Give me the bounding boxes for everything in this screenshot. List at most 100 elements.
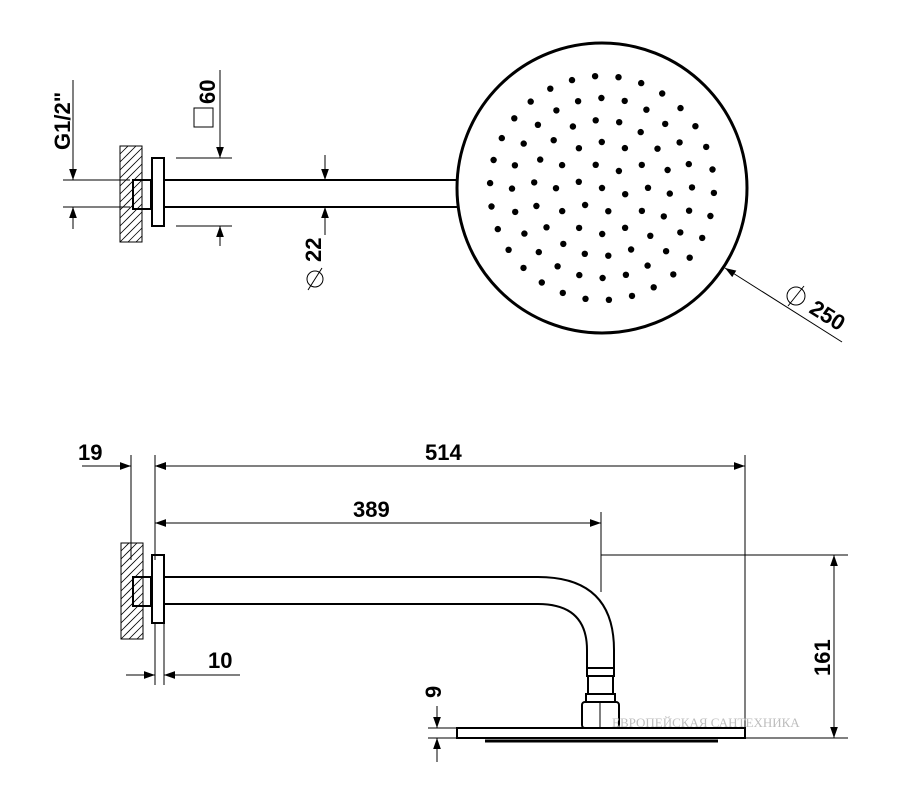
nozzle-dot <box>488 203 495 210</box>
nozzle-dot <box>554 263 561 270</box>
square-dimension: 60 <box>176 70 232 246</box>
nozzle-dot <box>621 224 629 231</box>
hatch-line <box>120 560 144 584</box>
nozzle-dot <box>643 106 650 113</box>
nozzle-dot <box>616 119 623 126</box>
nozzle-dot <box>703 143 710 151</box>
nozzle-dot <box>664 166 671 174</box>
nozzle-dot <box>520 140 527 147</box>
nozzle-dot <box>677 104 684 112</box>
nozzle-dot <box>666 190 673 197</box>
head-diameter-dimension: 250 <box>724 267 850 343</box>
hatch-line <box>127 227 143 243</box>
hatch-line <box>119 179 143 203</box>
nozzle-dot <box>621 144 629 152</box>
hatch-line <box>120 542 130 552</box>
nozzle-dot <box>591 73 599 80</box>
nozzle-dot <box>550 137 557 144</box>
nozzle-dot <box>677 229 684 236</box>
hatch-line <box>120 552 144 576</box>
nozzle-dot <box>521 230 528 237</box>
nozzle-dot <box>537 156 544 163</box>
hatch-line <box>119 203 143 227</box>
hatch-line <box>120 544 144 568</box>
nozzle-dot <box>581 250 588 257</box>
hatch-line <box>128 624 144 640</box>
nozzle-dot <box>676 139 683 146</box>
total-height-label: 161 <box>810 639 835 676</box>
nozzle-dot <box>592 161 599 168</box>
nozzle-dot <box>662 120 669 128</box>
nozzle-dot <box>508 185 516 192</box>
wall-flange-top <box>151 157 165 227</box>
watermark-text: ЕВРОПЕЙСКАЯ САНТЕХНИКА <box>612 715 800 730</box>
nozzle-dot <box>707 212 714 220</box>
total-height-dimension: 161 <box>601 554 848 739</box>
nozzle-dot <box>605 252 612 259</box>
nozzle-dot <box>662 248 670 255</box>
nozzle-dot <box>670 271 677 278</box>
nozzle-dot <box>627 246 635 253</box>
hatch-line <box>119 147 143 171</box>
arm-length-dimension: 389 <box>154 497 602 592</box>
nozzle-dot <box>660 213 667 220</box>
nozzle-dot <box>615 74 622 81</box>
nozzle-dot <box>637 128 644 136</box>
nozzle-dot <box>650 284 657 291</box>
hatch-line <box>119 219 143 243</box>
arm-length-label: 389 <box>353 497 390 522</box>
hatch-line <box>119 187 143 211</box>
nozzle-dot <box>647 232 654 239</box>
nozzle-dot <box>574 98 582 105</box>
arm-side-inner <box>164 603 588 668</box>
nozzle-dot <box>622 191 629 198</box>
hatch-line <box>136 632 144 640</box>
nozzle-dot <box>686 254 693 261</box>
flange-offset-label: 10 <box>208 648 232 673</box>
nozzle-dot <box>543 224 550 231</box>
nozzle-dot <box>520 264 527 272</box>
nozzle-dot <box>628 292 636 300</box>
nozzle-dot <box>553 107 560 114</box>
hatch-line <box>120 542 138 560</box>
nozzle-dot <box>638 79 645 87</box>
nozzle-dot <box>605 208 612 215</box>
nozzle-dot <box>498 134 505 142</box>
shower-head-circle <box>455 41 749 335</box>
nozzle-dot <box>552 185 560 192</box>
hatch-line <box>119 155 143 179</box>
nozzle-dot <box>505 246 512 253</box>
flange-offset-dimension: 10 <box>126 623 240 685</box>
thread-label: G1/2" <box>50 92 75 150</box>
nozzle-dot <box>527 98 534 105</box>
nozzle-dot <box>688 184 696 191</box>
nozzle-dot <box>547 85 554 92</box>
nozzle-dot <box>559 207 566 215</box>
nozzle-dot <box>659 90 666 97</box>
nozzle-dot <box>569 123 577 130</box>
nozzle-dot <box>582 295 589 302</box>
hatch-line <box>119 163 143 187</box>
hatch-line <box>135 235 143 243</box>
total-length-dimension: 514 <box>155 440 746 728</box>
nozzle-dot <box>494 225 501 233</box>
head-thickness-dimension: 9 <box>421 686 457 762</box>
nozzle-dot <box>638 207 646 215</box>
diameter-symbol-icon <box>306 267 324 291</box>
nozzle-dot <box>558 161 566 169</box>
nozzle-dot <box>622 271 630 278</box>
nozzle-dot <box>575 178 582 185</box>
nozzle-dot <box>654 145 661 152</box>
nozzle-dot <box>685 207 693 214</box>
nozzle-dot <box>599 274 606 282</box>
head-thickness-label: 9 <box>421 686 446 698</box>
hatch-line <box>119 195 143 219</box>
arm-diameter-label: 22 <box>301 238 326 262</box>
wall-hatch-top <box>119 145 143 243</box>
arm-side-outer <box>164 576 615 668</box>
hatch-line <box>119 211 143 235</box>
arm-diameter-dimension: 22 <box>301 155 329 291</box>
wall-depth-dimension: 19 <box>78 440 174 560</box>
nozzle-dot <box>598 94 605 102</box>
nozzle-dot <box>598 138 605 146</box>
